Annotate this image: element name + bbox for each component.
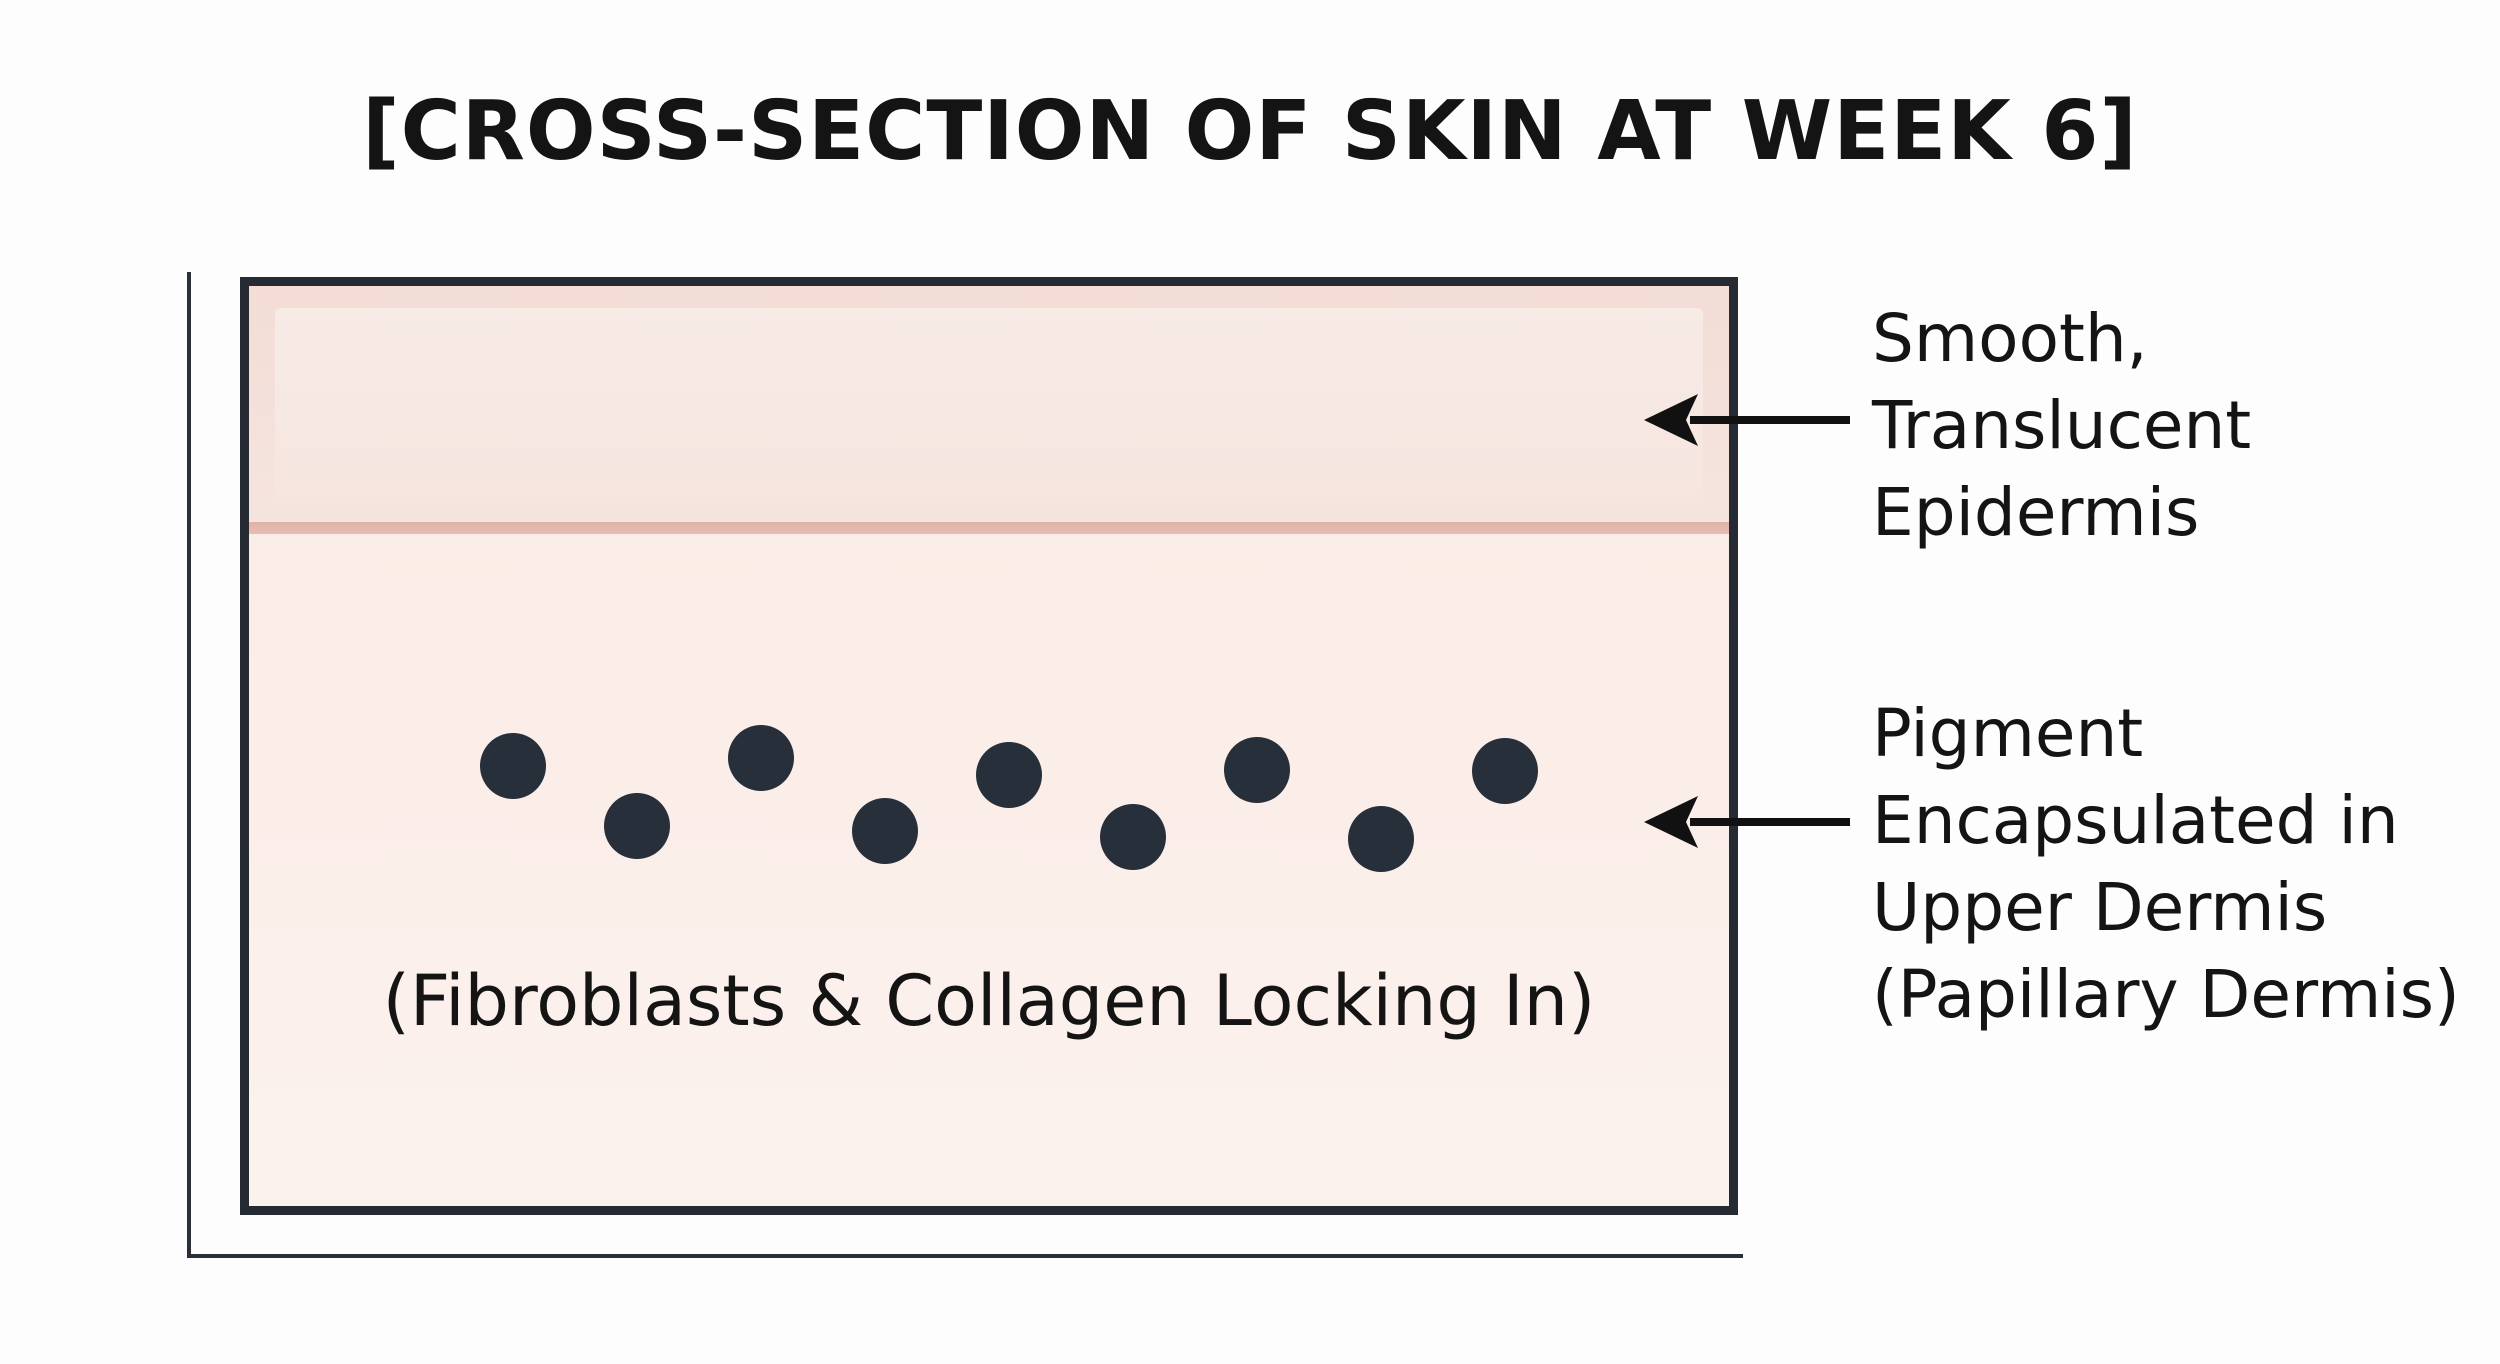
pigment-particle [728,725,794,791]
pigment-particle [1100,804,1166,870]
epidermis-arrow-head [1644,394,1698,446]
annotation-line: Upper Dermis [1872,869,2328,946]
pigment-particle [1348,806,1414,872]
annotation-line: Translucent [1872,387,2252,464]
epidermis-annotation: Smooth, Translucent Epidermis [1872,295,2251,556]
dermis-label: (Fibroblasts & Collagen Locking In) [382,960,1596,1042]
pigment-particle [1472,738,1538,804]
frame-left-axis-line [187,272,191,1258]
pigment-particle [1224,737,1290,803]
pigment-arrow-head [1644,796,1698,848]
pigment-particles [480,725,1538,872]
skin-cross-section: (Fibroblasts & Collagen Locking In) [240,277,1738,1215]
frame-bottom-axis-line [187,1254,1743,1258]
pigment-particle [604,793,670,859]
pigment-particle [852,798,918,864]
diagram-title: [CROSS-SECTION OF SKIN AT WEEK 6] [362,84,2138,179]
epidermis-arrow [1644,394,1850,446]
pigment-annotation: Pigment Encapsulated in Upper Dermis (Pa… [1872,690,2460,1038]
annotation-line: Pigment [1872,695,2144,772]
pigment-particle [976,742,1042,808]
pigment-arrow [1644,796,1850,848]
dermis-epidermis-boundary [249,522,1729,534]
epidermis-layer [249,286,1729,528]
annotation-line: Smooth, [1872,300,2148,377]
annotation-line: (Papillary Dermis) [1872,956,2460,1033]
annotation-line: Encapsulated in [1872,782,2399,859]
annotation-line: Epidermis [1872,474,2200,551]
pigment-particle [480,733,546,799]
epidermis-sheen [275,308,1703,504]
